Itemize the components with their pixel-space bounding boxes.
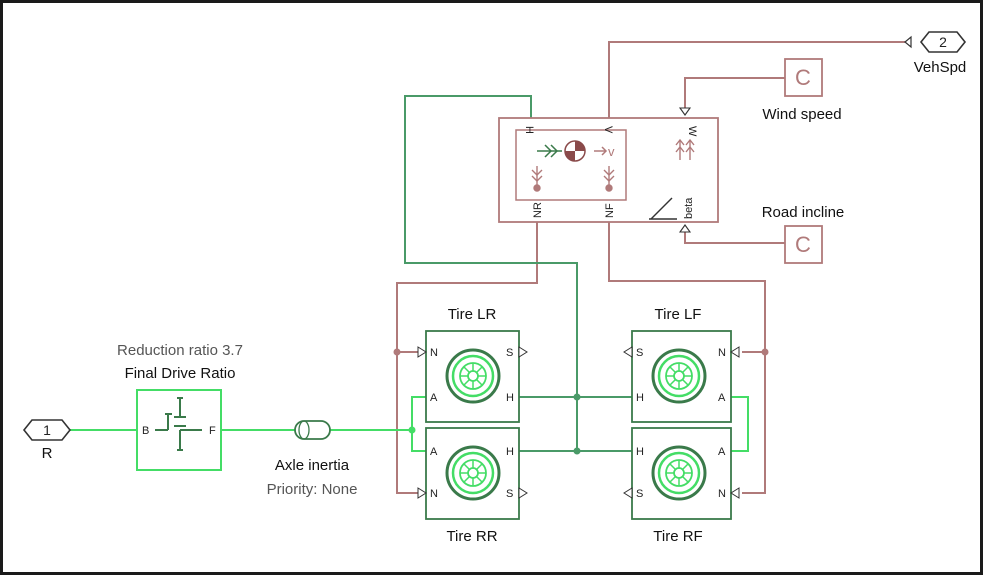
final-drive-name: Final Drive Ratio [125, 365, 236, 382]
port-s-label: S [506, 347, 513, 359]
tire-lr-block[interactable]: Tire LR N S A H [417, 306, 528, 423]
port-n-label: N [430, 488, 438, 500]
outport-2[interactable]: 2 VehSpd [904, 31, 967, 76]
vehicle-body-block[interactable]: H V W NR NF beta v [498, 107, 719, 233]
driveline-lines [70, 396, 749, 452]
port-s-label: S [636, 488, 643, 500]
port-h-label: H [523, 126, 535, 134]
port-n-label: N [430, 347, 438, 359]
port-a-label: A [430, 446, 438, 458]
port-beta-label: beta [683, 197, 695, 219]
axle-inertia-block[interactable]: Axle inertia Priority: None [267, 420, 358, 498]
constant-wind-speed[interactable]: C Wind speed [762, 58, 842, 123]
incline-icon [649, 197, 677, 220]
final-drive-annotation: Reduction ratio 3.7 [117, 342, 243, 359]
port-s-label: S [636, 347, 643, 359]
port-v-label: V [602, 126, 614, 134]
outport-label: VehSpd [914, 59, 967, 76]
force-arrows-icon [537, 144, 562, 158]
final-drive-block[interactable]: Reduction ratio 3.7 Final Drive Ratio B … [117, 342, 243, 471]
port-h-label: H [636, 392, 644, 404]
wind-arrows-icon [675, 138, 695, 160]
port-f-label: F [209, 425, 216, 437]
junction-axle [408, 426, 416, 434]
mass-icon [564, 140, 586, 162]
port-a-label: A [718, 392, 726, 404]
tire-lf-block[interactable]: Tire LF S N H A [623, 306, 740, 423]
normal-force-icon-front [603, 166, 615, 192]
constant-road-incline[interactable]: C Road incline [762, 204, 845, 264]
line-h-body[interactable] [404, 95, 578, 451]
outport-number: 2 [939, 34, 947, 50]
line-incline[interactable] [684, 232, 785, 244]
port-n-label: N [718, 347, 726, 359]
junction-nf [761, 348, 769, 356]
inport-1[interactable]: 1 R [22, 419, 72, 462]
tire-name: Tire RR [446, 528, 497, 545]
junction-h-top [573, 393, 581, 401]
port-a-label: A [718, 446, 726, 458]
constant-glyph: C [795, 232, 811, 257]
junction-h-bottom [573, 447, 581, 455]
port-w-label: W [686, 126, 698, 137]
axle-name: Axle inertia [275, 457, 350, 474]
line-wind[interactable] [684, 77, 785, 108]
axle-annotation: Priority: None [267, 481, 358, 498]
port-nf-label: NF [604, 203, 616, 218]
junction-nr [393, 348, 401, 356]
tire-name: Tire LR [448, 306, 497, 323]
port-h-label: H [506, 392, 514, 404]
port-h-label: H [636, 446, 644, 458]
velocity-arrow-icon [594, 146, 608, 156]
constant-glyph: C [795, 65, 811, 90]
tire-rf-block[interactable]: H A S N Tire RF [623, 427, 740, 545]
port-h-label: H [506, 446, 514, 458]
normal-force-icon-rear [531, 166, 543, 192]
inport-label: R [42, 445, 53, 462]
port-s-label: S [506, 488, 513, 500]
port-nr-label: NR [532, 202, 544, 218]
velocity-symbol: v [608, 144, 615, 159]
gear-icon [155, 397, 202, 451]
constant-label: Road incline [762, 204, 845, 221]
constant-label: Wind speed [762, 106, 841, 123]
port-b-label: B [142, 425, 149, 437]
port-beta-arrow [678, 224, 692, 233]
port-w-arrow [678, 107, 692, 116]
line-nf[interactable] [608, 222, 766, 494]
line-velocity-out[interactable] [608, 41, 905, 118]
simulink-model: 1 R 2 VehSpd C Wind speed C Road incline… [22, 31, 967, 545]
tire-rr-block[interactable]: A H N S Tire RR [417, 427, 528, 545]
tire-name: Tire RF [653, 528, 702, 545]
port-n-label: N [718, 488, 726, 500]
inport-number: 1 [43, 422, 51, 438]
tire-name: Tire LF [655, 306, 702, 323]
port-a-label: A [430, 392, 438, 404]
